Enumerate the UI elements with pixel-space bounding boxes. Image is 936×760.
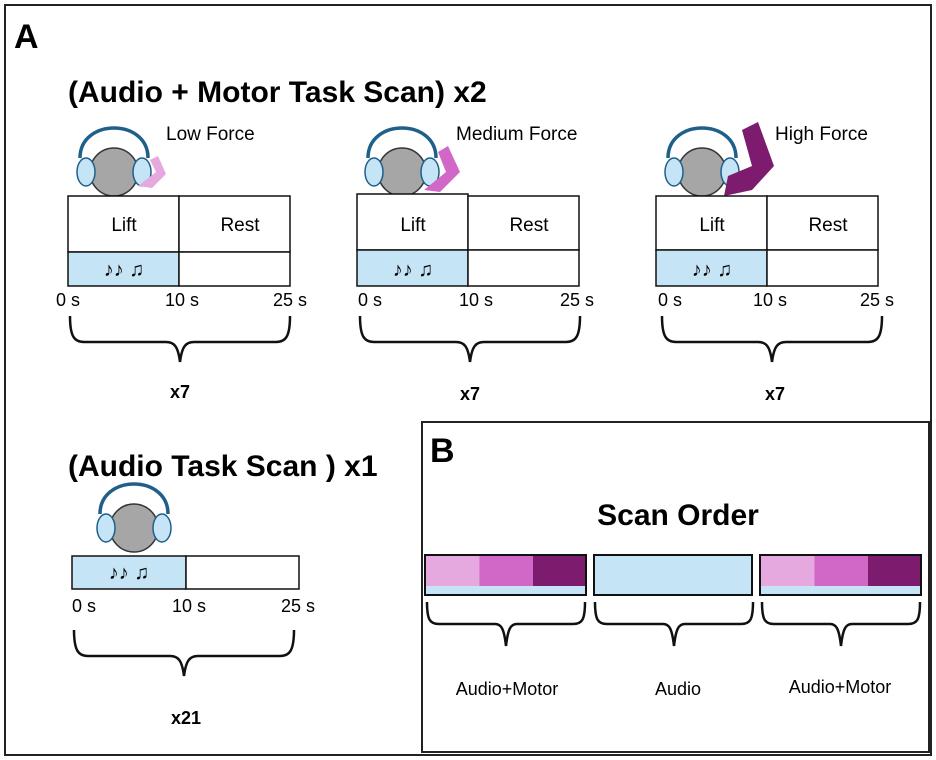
panel-a-letter: A [14, 18, 39, 56]
force-label: High Force [775, 124, 868, 145]
audio-cell [67, 251, 180, 287]
repeat-brace [68, 314, 292, 364]
group-label: Audio [655, 679, 701, 699]
headphones-icon [363, 126, 441, 198]
tick-0s: 0 s [358, 290, 382, 310]
lift-cell [655, 195, 768, 251]
condition-low-force: Low Force Lift Rest ♪♪ ♫ 0 s 10 s 25 s x… [56, 124, 307, 402]
silence-cell [185, 555, 300, 590]
music-notes-icon: ♪♪ ♫ [692, 259, 733, 281]
tick-25s: 25 s [560, 290, 594, 310]
lift-label: Lift [699, 215, 725, 236]
lift-cell [67, 195, 180, 253]
audio-motor-title: (Audio + Motor Task Scan) x2 [68, 76, 487, 109]
tick-10s: 10 s [172, 596, 206, 616]
tick-0s: 0 s [658, 290, 682, 310]
arm-medium-force-icon [424, 146, 460, 192]
condition-audio-only: ♪♪ ♫ 0 s 10 s 25 s x21 [71, 482, 315, 728]
audio-task-title: (Audio Task Scan ) x1 [68, 450, 378, 483]
repeat-label: x7 [765, 384, 785, 404]
music-notes-icon: ♪♪ ♫ [109, 562, 150, 584]
panel-b-letter: B [430, 432, 455, 470]
force-label: Low Force [166, 124, 255, 145]
group-label: Audio+Motor [456, 679, 559, 699]
outer-frame [4, 4, 932, 756]
repeat-label: x7 [170, 382, 190, 402]
audio-cell [356, 249, 469, 287]
condition-medium-force: Medium Force Lift Rest ♪♪ ♫ 0 s 10 s 25 … [356, 124, 594, 404]
rest-cell [766, 195, 879, 251]
arm-high-force-icon [724, 122, 774, 196]
tick-25s: 25 s [860, 290, 894, 310]
tick-0s: 0 s [56, 290, 80, 310]
tick-10s: 10 s [165, 290, 199, 310]
silence-cell [766, 249, 879, 287]
repeat-label: x7 [460, 384, 480, 404]
tick-25s: 25 s [273, 290, 307, 310]
audio-cell [71, 555, 187, 590]
silence-cell [467, 249, 580, 287]
silence-cell [178, 251, 291, 287]
tick-25s: 25 s [281, 596, 315, 616]
group-label: Audio+Motor [789, 677, 892, 697]
rest-label: Rest [220, 215, 260, 236]
panel-b: B Scan Order Audio+Motor Audio Audio+Mot… [421, 421, 930, 753]
repeat-brace [358, 314, 582, 364]
scan-block-audio [593, 554, 753, 596]
repeat-brace [660, 314, 884, 364]
audio-cell [655, 249, 768, 287]
lift-cell [356, 193, 469, 251]
repeat-brace [72, 628, 296, 678]
rest-label: Rest [808, 215, 848, 236]
repeat-label: x21 [171, 708, 201, 728]
headphones-icon [95, 482, 173, 554]
arm-low-force-icon [138, 156, 166, 188]
rest-label: Rest [509, 215, 549, 236]
rest-cell [178, 195, 291, 253]
force-label: Medium Force [456, 124, 577, 145]
music-notes-icon: ♪♪ ♫ [393, 259, 434, 281]
lift-label: Lift [111, 215, 137, 236]
tick-0s: 0 s [72, 596, 96, 616]
scan-block-audio-motor-2 [759, 554, 922, 596]
music-notes-icon: ♪♪ ♫ [104, 259, 145, 281]
tick-10s: 10 s [753, 290, 787, 310]
scan-block-audio-motor-1 [424, 554, 587, 596]
lift-label: Lift [400, 215, 426, 236]
rest-cell [467, 195, 580, 251]
tick-10s: 10 s [459, 290, 493, 310]
scan-order-title: Scan Order [597, 499, 759, 532]
condition-high-force: High Force Lift Rest ♪♪ ♫ 0 s 10 s 25 s … [655, 122, 894, 404]
